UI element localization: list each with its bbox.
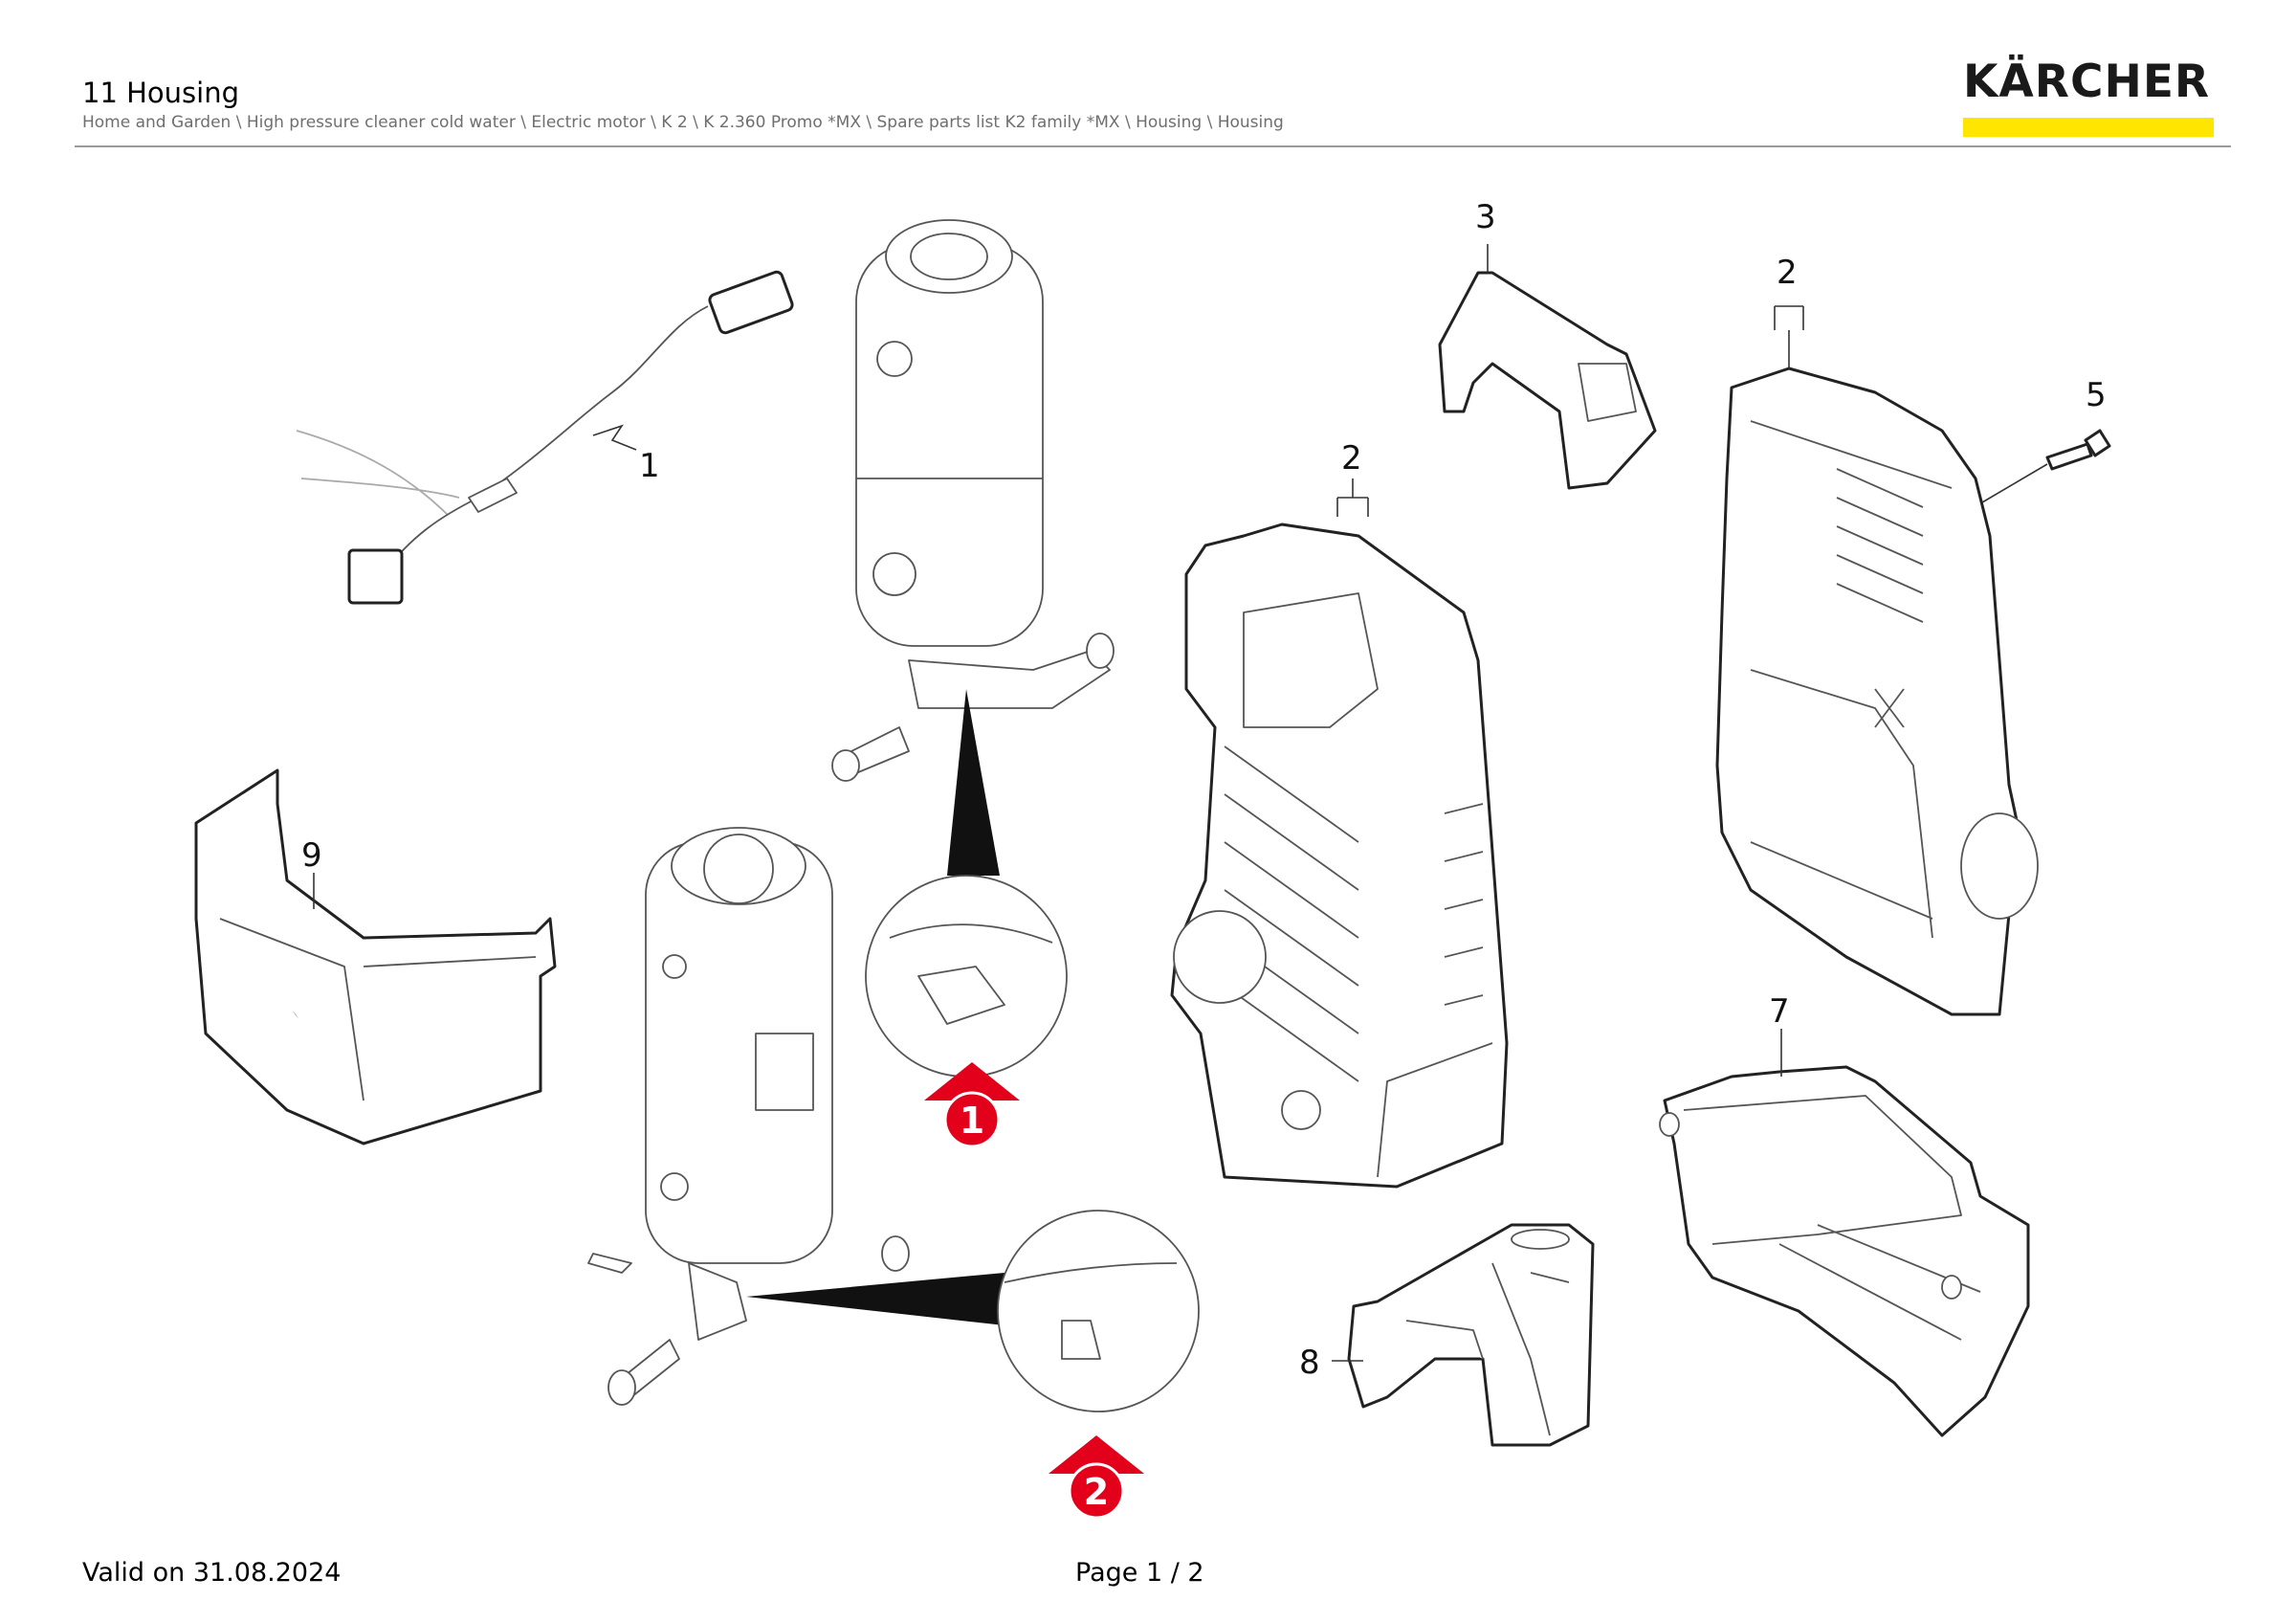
- header-divider: [75, 145, 2231, 147]
- pump-assembly-variant-2: [587, 827, 910, 1406]
- part-label-2-front: 2: [1341, 439, 1362, 478]
- part-label-1: 1: [639, 447, 660, 485]
- part-label-2-rear: 2: [1777, 254, 1798, 292]
- page-title: 11 Housing: [82, 77, 240, 109]
- part-2-front-housing: [1170, 522, 1509, 1189]
- variant-marker-1: 1: [924, 1062, 1020, 1148]
- valid-date: Valid on 31.08.2024: [82, 1558, 342, 1588]
- part-9-front-cover: [194, 768, 557, 1145]
- leader-1: [592, 424, 637, 451]
- part-label-9: 9: [301, 836, 322, 875]
- part-label-8: 8: [1299, 1344, 1320, 1382]
- callout-detail-2: [997, 1210, 1200, 1412]
- bracket-2-front: [1336, 478, 1369, 517]
- page-indicator: Page 1 / 2: [1075, 1558, 1204, 1588]
- leader-5: [1981, 463, 2048, 503]
- part-3-handle: [1438, 271, 1657, 490]
- part-2-rear-housing: [1715, 367, 2039, 1016]
- variant-marker-2: 2: [1049, 1435, 1144, 1520]
- callout-pointer-2: [746, 1273, 1004, 1325]
- part-1-cable: [296, 270, 794, 605]
- part-label-3: 3: [1475, 198, 1496, 236]
- part-5-screw: [2045, 429, 2111, 471]
- logo-wordmark: KÄRCHER: [1963, 56, 2211, 108]
- breadcrumb: Home and Garden \ High pressure cleaner …: [82, 113, 1284, 132]
- part-7-bottom-tray: [1659, 1065, 2030, 1437]
- logo-yellow-bar: [1963, 118, 2214, 137]
- karcher-logo: KÄRCHER: [1963, 59, 2218, 137]
- part-label-7: 7: [1769, 992, 1790, 1031]
- callout-pointer-1: [947, 689, 1000, 876]
- part-8-bracket: [1347, 1223, 1595, 1447]
- variant-marker-2-number: 2: [1084, 1471, 1109, 1513]
- variant-marker-1-number: 1: [960, 1100, 984, 1142]
- bracket-2-rear: [1774, 305, 1804, 368]
- pump-assembly-variant-1: [831, 219, 1115, 782]
- part-label-5: 5: [2086, 376, 2107, 414]
